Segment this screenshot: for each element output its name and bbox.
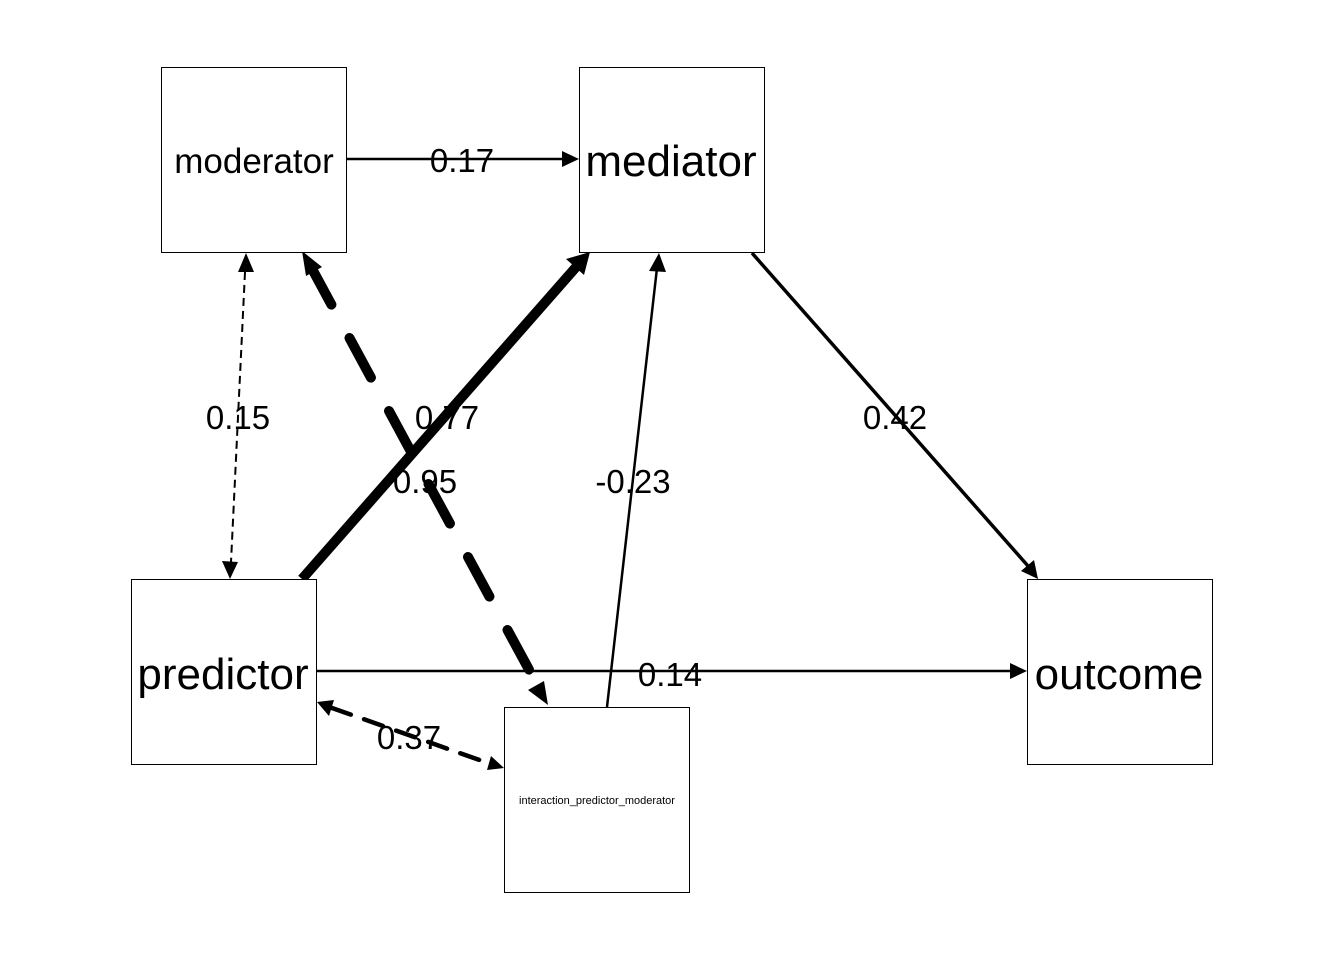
edge-mediator-outcome (750, 251, 1038, 579)
edges (222, 151, 1038, 770)
edge-label-predictor-interaction: 0.37 (377, 719, 441, 756)
edge-label-moderator-interaction: 0.95 (393, 463, 457, 500)
node-interaction: interaction_predictor_moderator (504, 707, 690, 893)
node-predictor: predictor (131, 579, 317, 765)
node-interaction-label: interaction_predictor_moderator (519, 795, 675, 807)
node-moderator-label: moderator (174, 142, 334, 181)
edge-predictor-interaction (317, 700, 504, 770)
edge-label-predictor-mediator: 0.77 (415, 399, 479, 436)
node-mediator-label: mediator (585, 137, 756, 186)
edge-label-mediator-outcome: 0.42 (863, 399, 927, 436)
node-outcome: outcome (1027, 579, 1213, 765)
edge-label-interaction-mediator: -0.23 (595, 463, 670, 500)
edge-moderator-interaction (302, 251, 548, 705)
node-predictor-label: predictor (137, 650, 308, 699)
edge-moderator-predictor (222, 253, 254, 579)
edge-moderator-mediator (347, 151, 579, 167)
edge-label-moderator-predictor: 0.15 (206, 399, 270, 436)
edge-predictor-mediator (298, 252, 590, 583)
nodes: moderator mediator predictor outcome int… (131, 67, 1213, 893)
edge-predictor-outcome (317, 663, 1027, 679)
node-outcome-label: outcome (1035, 650, 1204, 699)
edge-label-predictor-outcome: 0.14 (638, 656, 702, 693)
node-mediator: mediator (579, 67, 765, 253)
edge-label-moderator-mediator: 0.17 (430, 142, 494, 179)
node-moderator: moderator (161, 67, 347, 253)
edge-labels: 0.17 0.15 0.77 0.95 -0.23 0.42 0.14 0.37 (206, 142, 927, 756)
edge-interaction-mediator (605, 253, 666, 708)
